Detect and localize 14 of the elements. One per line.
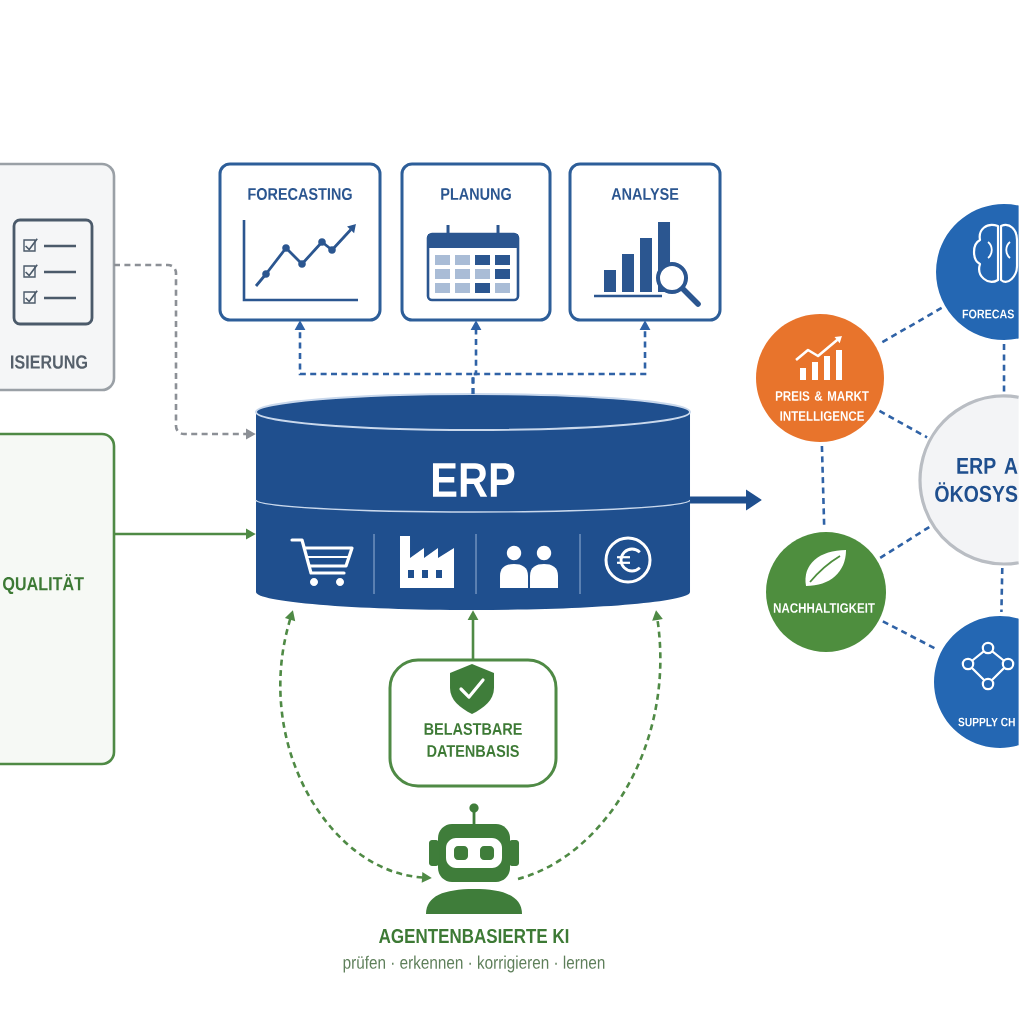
dashed-line <box>878 306 943 346</box>
heading: AGENTENBASIERTE KI <box>379 928 569 944</box>
dashed-line <box>1002 344 1006 392</box>
card: ISIERUNG <box>0 162 116 392</box>
card: QUALITÄT <box>0 432 116 766</box>
subtitle: prüfen · erkennen · korrigieren · lernen <box>343 955 605 973</box>
dashed-line <box>879 525 931 559</box>
rounded-box: BELASTBARE DATENBASIS <box>388 658 558 788</box>
database-cylinder: ERP <box>255 393 691 610</box>
dashed-line <box>820 445 826 529</box>
dashed-line <box>878 409 928 439</box>
card: FORECASTING <box>218 162 382 322</box>
dashed-line <box>882 620 939 651</box>
dashed-line <box>1000 567 1004 613</box>
